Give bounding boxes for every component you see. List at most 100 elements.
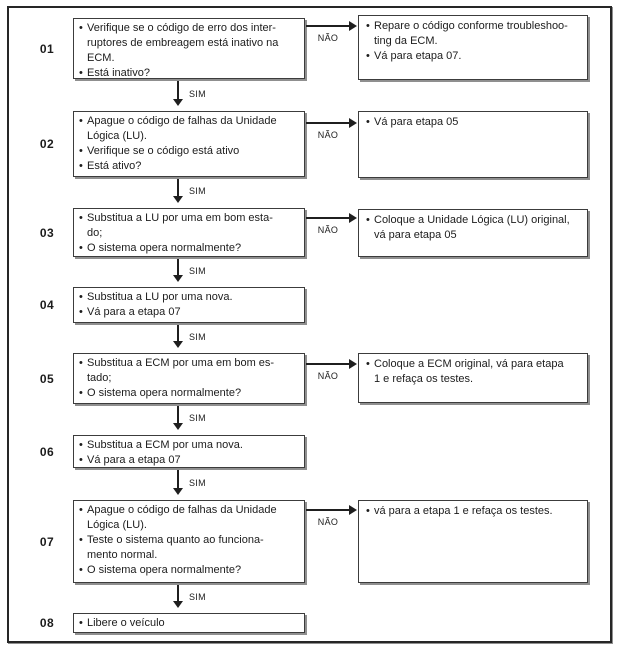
bullet-line: Vá para a etapa 07 — [87, 454, 181, 466]
bullet-line: Lógica (LU). — [87, 519, 147, 531]
bullet-item: Verifique se o código de erro dos inter-… — [78, 21, 301, 66]
step-box: Substitua a LU por uma em bom esta-do;O … — [73, 208, 305, 257]
step-number: 06 — [39, 444, 55, 459]
bullet-item: O sistema opera normalmente? — [78, 386, 301, 401]
bullet-item: Vá para etapa 05 — [365, 115, 583, 130]
bullet-item: Substitua a LU por uma nova. — [78, 290, 301, 305]
sim-arrow: SIM — [172, 585, 206, 608]
arrow-head-down-icon — [173, 275, 183, 282]
step-box: Substitua a LU por uma nova. Vá para a et… — [73, 287, 305, 323]
bullet-line: O sistema opera normalmente? — [87, 242, 242, 254]
arrow-head-right-icon — [349, 21, 357, 31]
sim-arrow-line — [177, 259, 179, 276]
step-box: Apague o código de falhas da UnidadeLógi… — [73, 500, 305, 583]
nao-arrow-line — [306, 217, 350, 219]
bullet-line: vá para a etapa 1 e refaça os testes. — [374, 505, 553, 517]
sim-arrow-line — [177, 179, 179, 197]
step-box: Substitua a ECM por uma em bom es-tado;O… — [73, 353, 305, 404]
bullet-line: ting da ECM. — [374, 35, 438, 47]
bullet-line: Teste o sistema quanto ao funciona- — [87, 534, 264, 546]
step-box: Substitua a ECM por uma nova. Vá para a e… — [73, 435, 305, 468]
bullet-line: vá para etapa 05 — [374, 229, 457, 241]
nao-arrow: NÃO — [306, 213, 357, 235]
bullet-line: Substitua a LU por uma nova. — [87, 291, 233, 303]
bullet-item: Apague o código de falhas da UnidadeLógi… — [78, 503, 301, 533]
sim-arrow: SIM — [172, 81, 206, 106]
arrow-head-right-icon — [349, 118, 357, 128]
nao-label: NÃO — [317, 130, 339, 140]
arrow-head-right-icon — [349, 359, 357, 369]
sim-arrow-line — [177, 585, 179, 602]
sim-arrow: SIM — [172, 179, 206, 203]
nao-arrow-line — [306, 363, 350, 365]
arrow-head-right-icon — [349, 505, 357, 515]
bullet-line: Está inativo? — [87, 67, 150, 79]
nao-arrow-line — [306, 122, 350, 124]
bullet-line: Verifique se o código de erro dos inter- — [87, 22, 276, 34]
bullet-item: vá para a etapa 1 e refaça os testes. — [365, 504, 583, 519]
nao-arrow: NÃO — [306, 118, 357, 140]
sim-label: SIM — [189, 186, 206, 196]
bullet-line: O sistema opera normalmente? — [87, 564, 242, 576]
bullet-line: Está ativo? — [87, 160, 142, 172]
no-branch-box: Vá para etapa 05 — [358, 111, 588, 178]
bullet-item: Substitua a ECM por uma em bom es-tado; — [78, 356, 301, 386]
bullet-item: Repare o código conforme troubleshoo-tin… — [365, 19, 583, 49]
bullet-item: Coloque a Unidade Lógica (LU) original, v… — [365, 213, 583, 243]
nao-label: NÃO — [317, 225, 339, 235]
sim-label: SIM — [189, 265, 206, 276]
step-number: 05 — [39, 371, 55, 386]
nao-arrow: NÃO — [306, 359, 357, 381]
nao-arrow-line — [306, 25, 350, 27]
bullet-item: Libere o veículo — [78, 616, 301, 631]
arrow-head-right-icon — [349, 213, 357, 223]
sim-arrow-line — [177, 325, 179, 342]
sim-arrow: SIM — [172, 259, 206, 282]
bullet-item: Está inativo? — [78, 66, 301, 79]
bullet-line: Coloque a Unidade Lógica (LU) original, — [374, 214, 570, 226]
no-branch-box: vá para a etapa 1 e refaça os testes. — [358, 500, 588, 583]
bullet-line: Substitua a LU por uma em bom esta- — [87, 212, 273, 224]
step-number: 07 — [39, 534, 55, 549]
nao-arrow: NÃO — [306, 505, 357, 527]
bullet-item: Está ativo? — [78, 159, 301, 174]
bullet-line: O sistema opera normalmente? — [87, 387, 242, 399]
nao-label: NÃO — [317, 33, 339, 43]
sim-arrow: SIM — [172, 470, 206, 495]
step-number: 08 — [39, 616, 55, 630]
arrow-head-down-icon — [173, 423, 183, 430]
step-box: Libere o veículo — [73, 613, 305, 633]
arrow-head-down-icon — [173, 196, 183, 203]
bullet-line: Repare o código conforme troubleshoo- — [374, 20, 568, 32]
nao-label: NÃO — [317, 371, 339, 381]
bullet-line: tado; — [87, 372, 112, 384]
bullet-item: Vá para etapa 07. — [365, 49, 583, 64]
nao-arrow-line — [306, 509, 350, 511]
bullet-line: ruptores de embreagem está inativo na — [87, 37, 279, 49]
bullet-item: Apague o código de falhas da UnidadeLógi… — [78, 114, 301, 144]
no-branch-box: Repare o código conforme troubleshoo-tin… — [358, 15, 588, 80]
sim-label: SIM — [189, 331, 206, 342]
bullet-line: Vá para a etapa 07 — [87, 306, 181, 318]
sim-arrow-line — [177, 81, 179, 100]
bullet-line: Coloque a ECM original, vá para etapa — [374, 358, 564, 370]
nao-arrow: NÃO — [306, 21, 357, 43]
bullet-item: Substitua a LU por uma em bom esta-do; — [78, 211, 301, 241]
bullet-line: Substitua a ECM por uma em bom es- — [87, 357, 275, 369]
bullet-item: Vá para a etapa 07 — [78, 453, 301, 467]
bullet-item: O sistema opera normalmente? — [78, 241, 301, 256]
bullet-line: Verifique se o código está ativo — [87, 145, 240, 157]
sim-label: SIM — [189, 413, 206, 423]
no-branch-box: Coloque a Unidade Lógica (LU) original, v… — [358, 209, 588, 257]
bullet-line: Substitua a ECM por uma nova. — [87, 439, 243, 451]
sim-label: SIM — [189, 477, 206, 488]
bullet-item: Verifique se o código está ativo — [78, 144, 301, 159]
step-number: 02 — [39, 137, 55, 151]
bullet-item: Teste o sistema quanto ao funciona-mento… — [78, 533, 301, 563]
bullet-line: Vá para etapa 07. — [374, 50, 462, 62]
arrow-head-down-icon — [173, 341, 183, 348]
bullet-line: ECM. — [87, 52, 115, 64]
sim-arrow-line — [177, 470, 179, 489]
